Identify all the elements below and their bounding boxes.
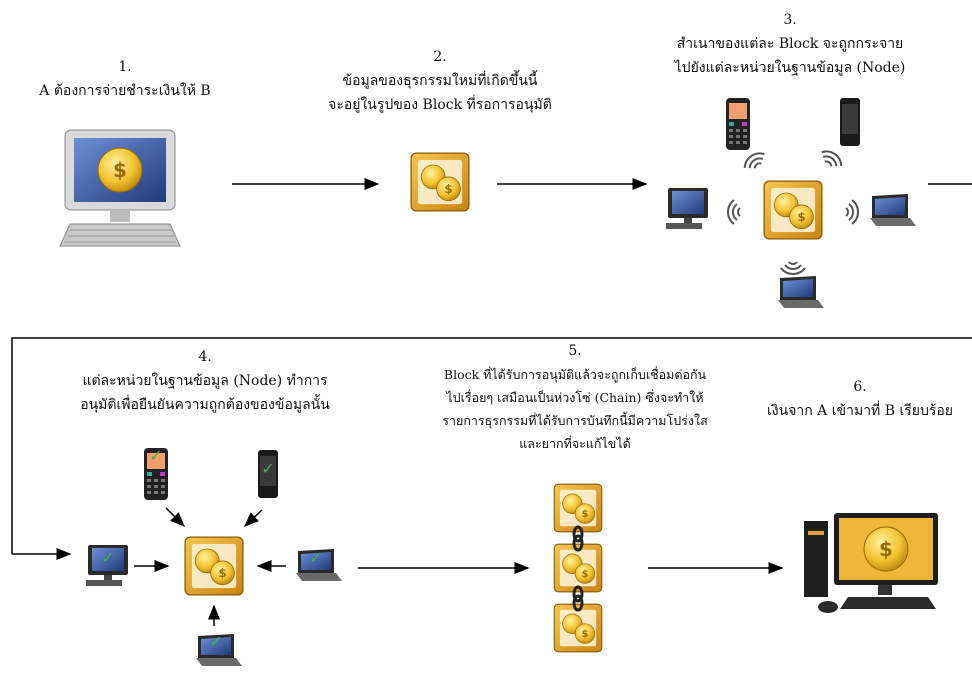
step-number: 6. (853, 379, 867, 395)
step-5-caption: 5. Block ที่ได้รับการอนุมัติแล้วจะถูกเก็… (405, 340, 745, 455)
shared-block-icon (763, 180, 823, 240)
receiver-computer-icon: $ (804, 513, 938, 613)
check-icon: ✓ (261, 459, 274, 478)
block-chain-group (553, 483, 603, 653)
chained-block-icon (553, 483, 603, 533)
pending-block-icon (410, 152, 470, 212)
desktop-pc-icon (666, 188, 708, 229)
step-text: ไปยังแต่ละหน่วยในฐานข้อมูล (Node) (674, 60, 906, 76)
svg-text:$: $ (879, 537, 893, 561)
step-number: 2. (433, 49, 447, 65)
chain-link-icon (572, 585, 584, 603)
step-number: 3. (783, 12, 797, 28)
validated-block-icon (184, 536, 244, 596)
step-text: แต่ละหน่วยในฐานข้อมูล (Node) ทำการ (82, 373, 328, 389)
step-text: รายการธุรกรรมที่ได้รับการบันทึกนี้มีความ… (442, 413, 708, 428)
connector-line (11, 337, 972, 554)
step-text: และยากที่จะแก้ไขได้ (519, 436, 631, 451)
check-icon: ✓ (209, 632, 222, 651)
step-text: ไปเรื่อยๆ เสมือนเป็นห่วงโซ่ (Chain) ซึ่ง… (446, 390, 704, 405)
check-icon: ✓ (309, 548, 322, 567)
step-text: เงินจาก A เข้ามาที่ B เรียบร้อย (767, 403, 953, 419)
step-text: อนุมัติเพื่อยืนยันความถูกต้องของข้อมูลนั… (80, 397, 330, 413)
smartphone-icon (840, 98, 860, 146)
chain-link-icon (572, 525, 584, 543)
signal-icon (817, 146, 846, 172)
step-text: Block ที่ได้รับการอนุมัติแล้วจะถูกเก็บเช… (443, 367, 707, 382)
step-1-caption: 1. A ต้องการจ่ายชำระเงินให้ B (20, 55, 230, 103)
step-4-caption: 4. แต่ละหน่วยในฐานข้อมูล (Node) ทำการ อน… (40, 345, 370, 417)
step-text: สำเนาของแต่ละ Block จะถูกกระจาย (676, 36, 904, 52)
validating-nodes-group: ✓ ✓ ✓ ✓ ✓ (86, 446, 342, 666)
laptop-icon (870, 194, 916, 226)
check-icon: ✓ (101, 548, 114, 567)
computer-with-coin-icon: $ (59, 129, 181, 247)
step-number: 4. (198, 349, 212, 365)
signal-icon (740, 148, 769, 174)
distributed-nodes-group (666, 98, 916, 308)
feature-phone-icon (726, 98, 750, 150)
step-text: A ต้องการจ่ายชำระเงินให้ B (39, 83, 211, 99)
signal-icon (780, 261, 806, 275)
laptop-icon (778, 276, 824, 308)
signal-icon (727, 199, 741, 225)
step-6-caption: 6. เงินจาก A เข้ามาที่ B เรียบร้อย (750, 375, 970, 423)
signal-icon (845, 199, 859, 225)
check-icon: ✓ (149, 446, 162, 465)
step-2-caption: 2. ข้อมูลของธุรกรรมใหม่ที่เกิดขึ้นนี้ จะ… (290, 45, 590, 117)
step-3-caption: 3. สำเนาของแต่ละ Block จะถูกกระจาย ไปยัง… (640, 8, 940, 80)
step-text: จะอยู่ในรูปของ Block ที่รอการอนุมัติ (328, 97, 552, 113)
step-text: ข้อมูลของธุรกรรมใหม่ที่เกิดขึ้นนี้ (342, 73, 538, 89)
step-number: 1. (118, 59, 132, 75)
step-number: 5. (568, 343, 582, 359)
svg-text:$: $ (113, 158, 127, 182)
